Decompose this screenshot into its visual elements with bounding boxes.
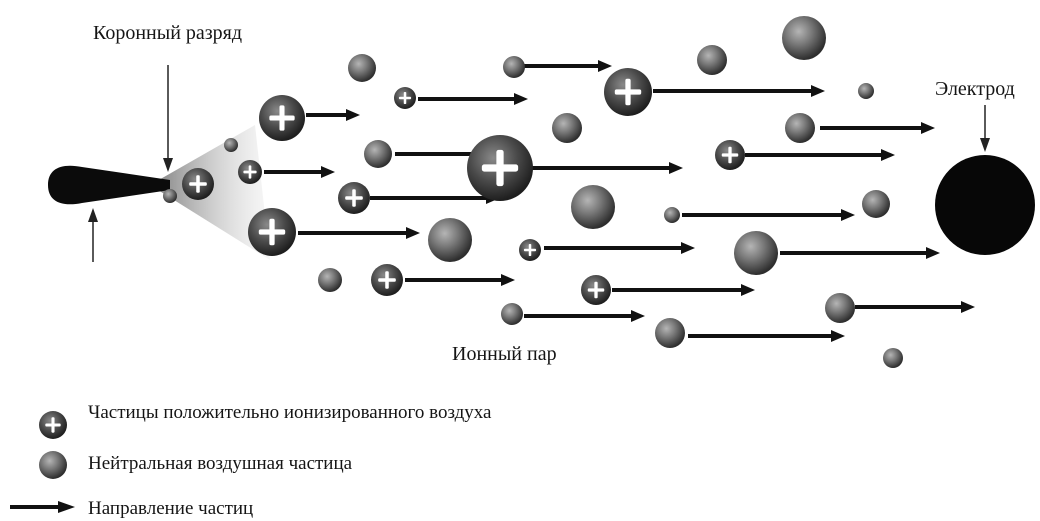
neutral-particle <box>428 218 472 262</box>
direction-arrow-head <box>921 122 935 134</box>
neutral-particle-icon <box>39 451 67 479</box>
neutral-particle <box>825 293 855 323</box>
emitter-pointer-head <box>88 208 98 222</box>
corona-pointer-head <box>163 158 173 172</box>
direction-arrow-head <box>514 93 528 105</box>
direction-arrow-head <box>631 310 645 322</box>
legend-ion-text: Частицы положительно ионизированного воз… <box>88 402 492 423</box>
direction-arrow-head <box>831 330 845 342</box>
ion-particle <box>581 275 611 305</box>
neutral-particle <box>501 303 523 325</box>
neutral-particle <box>858 83 874 99</box>
neutral-particle <box>571 185 615 229</box>
direction-arrow-head <box>501 274 515 286</box>
arrow-right-icon <box>10 501 75 513</box>
electrode-pointer-head <box>980 138 990 152</box>
direction-arrow-head <box>321 166 335 178</box>
neutral-particle <box>734 231 778 275</box>
direction-arrow-head <box>961 301 975 313</box>
electrode-label: Электрод <box>935 78 1015 100</box>
neutral-particle <box>318 268 342 292</box>
ion-particle <box>604 68 652 116</box>
legend-direction-text: Направление частиц <box>88 498 254 519</box>
ion-particle <box>519 239 541 261</box>
plus-ion-icon <box>39 411 67 439</box>
ion-particle <box>467 135 533 201</box>
ion-particle <box>182 168 214 200</box>
neutral-particle <box>697 45 727 75</box>
electrode <box>935 155 1035 255</box>
direction-arrow-head <box>346 109 360 121</box>
ion-particle <box>259 95 305 141</box>
direction-arrow-head <box>598 60 612 72</box>
direction-arrow-head <box>406 227 420 239</box>
neutral-particle <box>655 318 685 348</box>
neutral-particle <box>364 140 392 168</box>
neutral-particle <box>348 54 376 82</box>
ion-particle <box>394 87 416 109</box>
neutral-particle <box>664 207 680 223</box>
neutral-particle <box>782 16 826 60</box>
legend-neutral-text: Нейтральная воздушная частица <box>88 453 353 474</box>
ion-particle <box>371 264 403 296</box>
ion-particle <box>715 140 745 170</box>
neutral-particle <box>224 138 238 152</box>
ion-particle <box>238 160 262 184</box>
direction-arrow-head <box>881 149 895 161</box>
emitter-needle <box>48 165 170 205</box>
neutral-particle <box>552 113 582 143</box>
corona-discharge-label: Коронный разряд <box>93 22 243 44</box>
direction-arrow-head <box>669 162 683 174</box>
direction-arrow-head <box>811 85 825 97</box>
neutral-particle <box>883 348 903 368</box>
neutral-particle <box>785 113 815 143</box>
direction-arrow-head <box>741 284 755 296</box>
neutral-particle <box>503 56 525 78</box>
direction-arrow-head <box>926 247 940 259</box>
direction-arrow-head <box>841 209 855 221</box>
neutral-particle <box>163 189 177 203</box>
ion-particle <box>248 208 296 256</box>
neutral-particle <box>862 190 890 218</box>
ion-particle <box>338 182 370 214</box>
ion-wind-label: Ионный пар <box>452 343 557 365</box>
direction-arrow-head <box>681 242 695 254</box>
